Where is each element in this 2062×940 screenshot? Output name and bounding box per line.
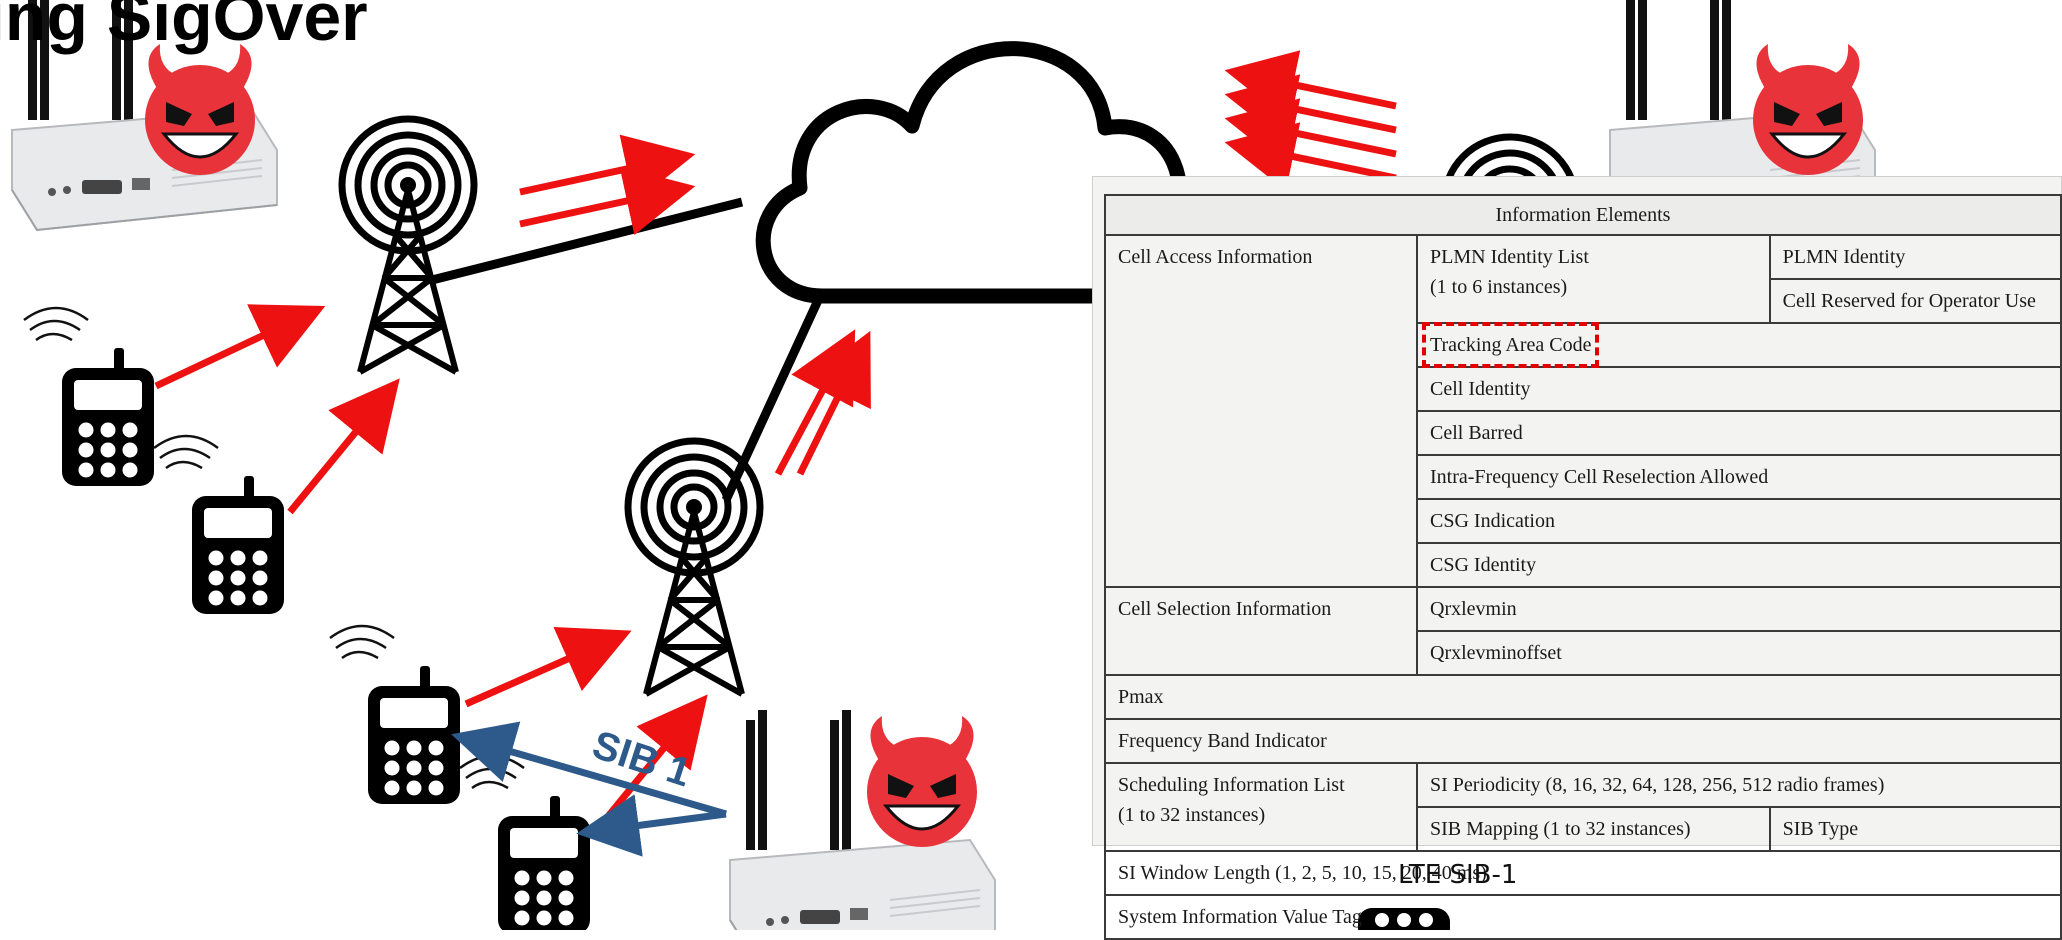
devil-emoji-icon (867, 716, 977, 847)
cell-access-information: Cell Access Information (1105, 235, 1417, 587)
plmn-identity-list: PLMN Identity List (1 to 6 instances) (1417, 235, 1770, 323)
information-elements-table: Information Elements Cell Access Informa… (1104, 194, 2062, 940)
devil-emoji-icon (145, 44, 255, 175)
backhaul-link-tower1 (432, 202, 742, 280)
csg-identity: CSG Identity (1417, 543, 2061, 587)
plmn-identity: PLMN Identity (1770, 235, 2061, 279)
pmax: Pmax (1105, 675, 2061, 719)
qrxlevmin: Qrxlevmin (1417, 587, 2061, 631)
slide-title: ing SigOver (0, 0, 368, 56)
sib-mapping: SIB Mapping (1 to 32 instances) (1417, 807, 1770, 851)
mobile-phone-icon (154, 436, 284, 614)
sched-list-label: Scheduling Information List (1118, 770, 1404, 800)
sib1-information-elements-table: Information Elements Cell Access Informa… (1092, 176, 2062, 846)
mobile-phone-icon (330, 626, 460, 804)
cell-selection-information: Cell Selection Information (1105, 587, 1417, 675)
mobile-phone-icon (24, 308, 154, 486)
table-caption: LTE SIB-1 (1398, 860, 1517, 890)
table-header: Information Elements (1105, 195, 2061, 235)
cell-tower-icon (342, 119, 474, 372)
cell-reserved-operator-use: Cell Reserved for Operator Use (1770, 279, 2061, 323)
cell-identity: Cell Identity (1417, 367, 2061, 411)
qrxlevminoffset: Qrxlevminoffset (1417, 631, 2061, 675)
mobile-phone-icon (460, 756, 590, 930)
sched-list-instances: (1 to 32 instances) (1118, 800, 1404, 830)
plmn-list-label: PLMN Identity List (1430, 242, 1757, 272)
devil-emoji-icon (1753, 44, 1863, 175)
scheduling-information-list: Scheduling Information List (1 to 32 ins… (1105, 763, 1417, 851)
sib-type: SIB Type (1770, 807, 2061, 851)
frequency-band-indicator: Frequency Band Indicator (1105, 719, 2061, 763)
plmn-list-instances: (1 to 6 instances) (1430, 272, 1757, 302)
si-periodicity: SI Periodicity (8, 16, 32, 64, 128, 256,… (1417, 763, 2061, 807)
cell-barred: Cell Barred (1417, 411, 2061, 455)
tracking-area-code-highlight: Tracking Area Code (1430, 330, 1591, 360)
si-window-length: SI Window Length (1, 2, 5, 10, 15, 20, 4… (1105, 851, 2061, 895)
csg-indication: CSG Indication (1417, 499, 2061, 543)
system-information-value-tag: System Information Value Tag (1105, 895, 2061, 939)
tracking-area-code-row: Tracking Area Code (1417, 323, 2061, 367)
intra-frequency-reselection: Intra-Frequency Cell Reselection Allowed (1417, 455, 2061, 499)
